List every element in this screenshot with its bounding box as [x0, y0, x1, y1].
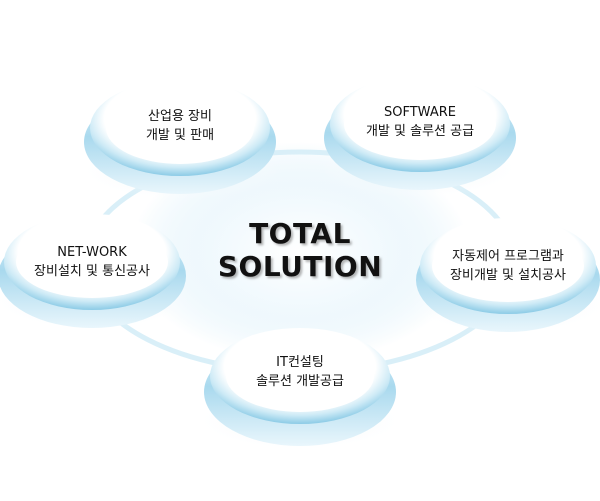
node-label-right: 자동제어 프로그램과 장비개발 및 설치공사	[450, 247, 566, 285]
node-top-right-line1: SOFTWARE	[384, 105, 456, 120]
node-label-top-left: 산업용 장비 개발 및 판매	[146, 107, 214, 145]
node-top-left-line2: 개발 및 판매	[145, 128, 215, 143]
node-bottom-line2: 솔루션 개발공급	[256, 374, 344, 389]
node-left-line1: NET-WORK	[57, 245, 127, 260]
center-title-line1: TOTAL	[249, 217, 351, 250]
node-top-right-line2: 개발 및 솔루션 공급	[365, 124, 475, 139]
node-disk-right	[408, 218, 600, 334]
node-label-left: NET-WORK 장비설치 및 통신공사	[34, 243, 150, 281]
node-right-line1: 자동제어 프로그램과	[452, 249, 564, 264]
node-top-left-line1: 산업용 장비	[148, 109, 212, 124]
node-bottom-line1: IT컨설팅	[276, 355, 324, 370]
node-disk-bottom	[196, 328, 404, 450]
center-title-line2: SOLUTION	[217, 250, 383, 283]
node-disk-left	[0, 214, 192, 330]
node-right-line2: 장비개발 및 설치공사	[450, 268, 566, 283]
node-label-bottom: IT컨설팅 솔루션 개발공급	[256, 353, 344, 391]
center-title: TOTAL SOLUTION	[218, 217, 382, 283]
node-label-top-right: SOFTWARE 개발 및 솔루션 공급	[366, 103, 474, 141]
node-disk-top-right	[320, 76, 520, 198]
node-disk-top-left	[80, 80, 280, 200]
node-left-line2: 장비설치 및 통신공사	[34, 264, 150, 279]
